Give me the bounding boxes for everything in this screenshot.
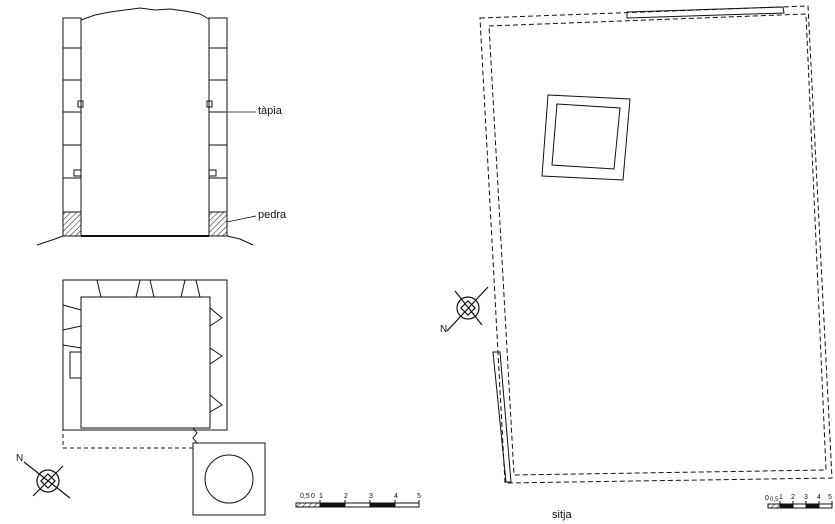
- section-elevation: [36, 7, 257, 246]
- inner-room: [80, 296, 211, 429]
- scale-left-tick: 4: [394, 493, 398, 500]
- plan-left: [62, 279, 266, 516]
- pedra-label: pedra: [258, 209, 287, 221]
- scale-right-tick: 4: [817, 494, 821, 501]
- plan-right: [479, 5, 833, 484]
- top-profile: [80, 7, 210, 21]
- outer-dashed-boundary: [479, 5, 833, 484]
- wall-stones: [62, 279, 223, 413]
- sitja-square: [192, 442, 266, 516]
- scale-right-tick: 0,5: [770, 497, 779, 503]
- scale-right-tick: 2: [791, 494, 795, 501]
- scale-left-tick: 1: [319, 493, 323, 500]
- scale-left-tick: 0,5: [300, 493, 310, 500]
- left-wall-stone-base: [62, 211, 82, 237]
- north-label-right: N: [440, 324, 448, 335]
- right-wall: [208, 17, 228, 237]
- left-wall-segment: [492, 351, 512, 483]
- left-wall-courses: [63, 47, 84, 213]
- north-label-left: N: [16, 453, 24, 464]
- sitja-circle: [204, 454, 254, 504]
- tapia-label: tàpia: [258, 105, 282, 117]
- top-wall-segment: [626, 6, 785, 19]
- outer-wall: [62, 279, 228, 431]
- door-jamb: [69, 351, 82, 379]
- scale-bar-right: [767, 501, 833, 509]
- sitja-label: sitja: [552, 509, 572, 521]
- scale-left-tick: 2: [344, 493, 348, 500]
- scale-bar-left: [295, 500, 420, 508]
- north-arrow-left: [23, 461, 71, 499]
- right-wall-stone-base: [208, 211, 228, 237]
- ground-right: [226, 235, 254, 246]
- left-wall: [62, 17, 82, 237]
- scale-right-tick: 5: [828, 494, 832, 501]
- scale-left-tick: 0: [311, 493, 315, 500]
- north-arrow-right: [446, 286, 489, 332]
- ground-left: [36, 235, 64, 246]
- central-opening-inner: [551, 103, 621, 170]
- central-opening-outer: [541, 94, 631, 181]
- scale-right-tick: 1: [779, 494, 783, 501]
- scale-left-tick: 5: [417, 493, 421, 500]
- inner-dashed-boundary: [488, 13, 827, 476]
- right-wall-courses: [206, 47, 227, 213]
- scale-right-tick: 0: [765, 495, 769, 502]
- missing-wall-outline: [62, 378, 193, 449]
- pedra-leader: [226, 215, 257, 223]
- scale-right-tick: 3: [804, 494, 808, 501]
- scale-left-tick: 3: [369, 493, 373, 500]
